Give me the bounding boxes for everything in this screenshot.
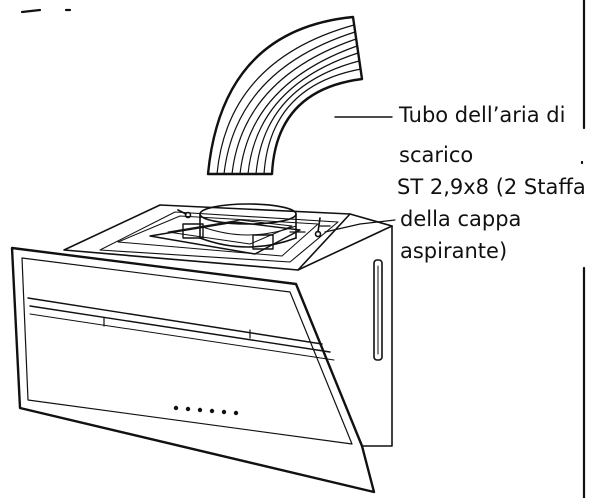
mounting-bracket: [149, 219, 331, 255]
screw-label-line-2: della cappa: [400, 207, 522, 231]
exhaust-duct: [206, 15, 364, 176]
exhaust-tube-label-line-2: scarico: [399, 143, 474, 167]
hood-housing: [63, 204, 393, 447]
exhaust-collar: [199, 203, 297, 248]
screw-label-line-3: aspirante): [400, 239, 508, 263]
corner-marks: [20, 8, 72, 14]
screw-label-line-1: ST 2,9x8 (2 Staffa: [397, 175, 586, 199]
glass-front-panel: [10, 246, 376, 494]
exhaust-tube-label-line-1: Tubo dell’aria di: [399, 103, 566, 127]
control-buttons: [173, 405, 239, 416]
wall-guide-lines: [580, 0, 586, 498]
screw-icons: [177, 209, 322, 238]
